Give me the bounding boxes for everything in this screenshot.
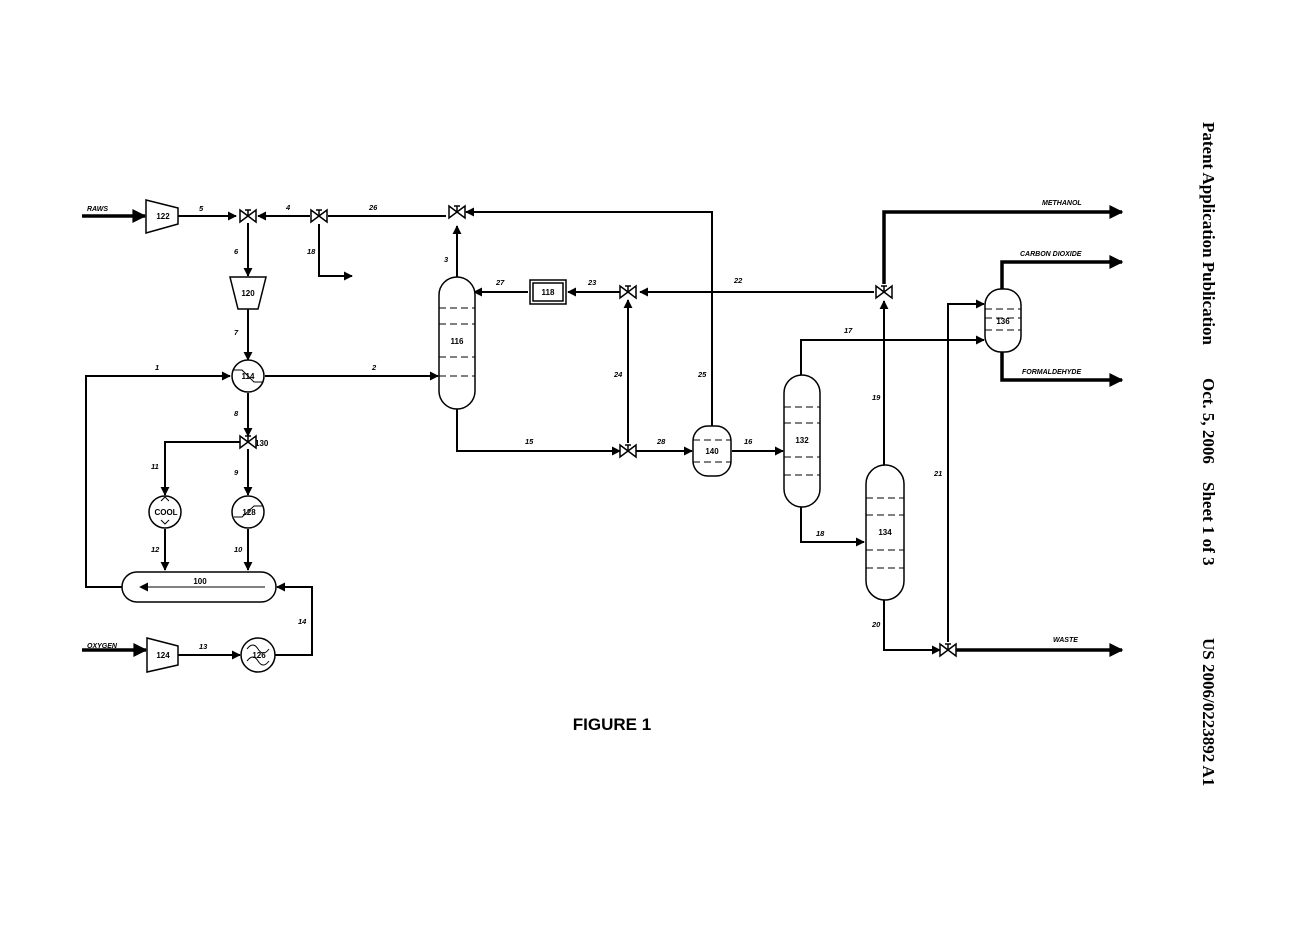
stream-21-label: 21 [933,469,942,478]
stream-15-label: 15 [525,437,534,446]
separator-140-label: 140 [705,447,719,456]
stream-9-label: 9 [234,468,239,477]
stream-10-label: 10 [234,545,243,554]
stream-1-line [85,371,231,588]
stream-6-label: 6 [234,247,239,256]
heater-126-label: 126 [252,651,266,660]
stream-26-label: 26 [368,203,378,212]
carbon-dioxide-product-line [1000,255,1124,289]
column-134 [865,464,905,601]
heater-128-coil [234,505,262,518]
reactor-100-label: 100 [193,577,207,586]
patent-header: Patent Application Publication Oct. 5, 2… [1199,122,1218,786]
stream-8-label: 8 [234,409,239,418]
valve-split-4-18 [310,209,328,223]
vessel-136 [984,288,1022,353]
stream-1-label: 1 [155,363,159,372]
stream-3-label: 3 [444,255,449,264]
stream-17-label: 17 [844,326,853,335]
compressor-120 [229,276,267,310]
stream-18-line [800,507,865,547]
unit-118-label: 118 [542,288,555,297]
stream-23-label: 23 [587,278,597,287]
column-132 [783,374,821,508]
stream-18-branch-label: 18 [307,247,316,256]
formaldehyde-product-line [1000,352,1124,387]
header-number: US 2006/0223892 A1 [1199,638,1218,786]
stream-11-label: 11 [151,462,159,471]
heater-126-coil-b [246,656,270,666]
compressor-124-label: 124 [156,651,170,660]
header-publication: Patent Application Publication [1199,122,1218,345]
valve-split-22-23-24 [619,285,637,299]
header-date: Oct. 5, 2006 [1199,378,1218,464]
methanol-product-line [882,205,1124,284]
valve-split-19-22 [875,285,893,299]
oxygen-label: OXYGEN [87,643,118,650]
compressor-122-label: 122 [156,212,170,221]
compressor-120-label: 120 [241,289,255,298]
stream-18-label: 18 [816,529,825,538]
valve-mix-3-26 [448,205,466,219]
stream-16-label: 16 [744,437,753,446]
unit-118-inner [532,282,564,302]
valve-mix-15-24-28 [619,444,637,458]
stream-20-label: 20 [871,620,881,629]
stream-19-label: 19 [872,393,881,402]
stream-4-label: 4 [285,203,291,212]
column-134-label: 134 [878,528,892,537]
cooler-up-arrow [160,496,170,502]
waste-label: WASTE [1053,637,1078,644]
stream-24-label: 24 [613,370,623,379]
stream-28-label: 28 [656,437,666,446]
stream-12-label: 12 [151,545,160,554]
stream-7-label: 7 [234,328,239,337]
cooler-label: COOL [154,508,177,517]
stream-21-line [947,299,985,642]
stream-25-label: 25 [697,370,707,379]
methanol-label: METHANOL [1042,200,1082,207]
compressor-122 [145,199,179,234]
separator-140 [692,425,732,477]
stream-13-label: 13 [199,642,208,651]
valve-130 [239,435,257,449]
stream-17-line [800,335,985,376]
column-116-label: 116 [451,337,464,346]
stream-5-label: 5 [199,204,204,213]
stream-14-line [275,582,313,656]
carbon-dioxide-label: CARBON DIOXIDE [1020,251,1082,258]
stream-27-label: 27 [495,278,505,287]
valve-mix-5-4 [239,209,257,223]
stream-11-line [160,441,240,496]
stream-25-line [465,207,713,426]
valve-130-label: 130 [255,439,269,448]
compressor-124 [146,637,179,673]
heater-128-label: 128 [242,508,256,517]
heat-exchanger-114-coil [233,369,263,383]
formaldehyde-label: FORMALDEHYDE [1022,369,1081,376]
cooler [148,495,182,529]
stream-20-line [883,600,941,655]
header-sheet: Sheet 1 of 3 [1199,482,1218,566]
raws-label: RAWS [87,206,108,213]
heat-exchanger-114-label: 114 [242,372,255,381]
heater-126-coil-a [246,644,270,654]
cooler-down-arrow [160,519,170,525]
stream-14-label: 14 [298,617,307,626]
column-132-label: 132 [795,436,809,445]
figure-caption: FIGURE 1 [573,715,651,734]
vessel-136-label: 136 [996,317,1010,326]
stream-18-branch-line [318,224,353,281]
valve-split-20-21 [939,643,957,657]
stream-15-line [456,409,621,456]
stream-22-label: 22 [733,276,743,285]
stream-2-label: 2 [371,363,377,372]
